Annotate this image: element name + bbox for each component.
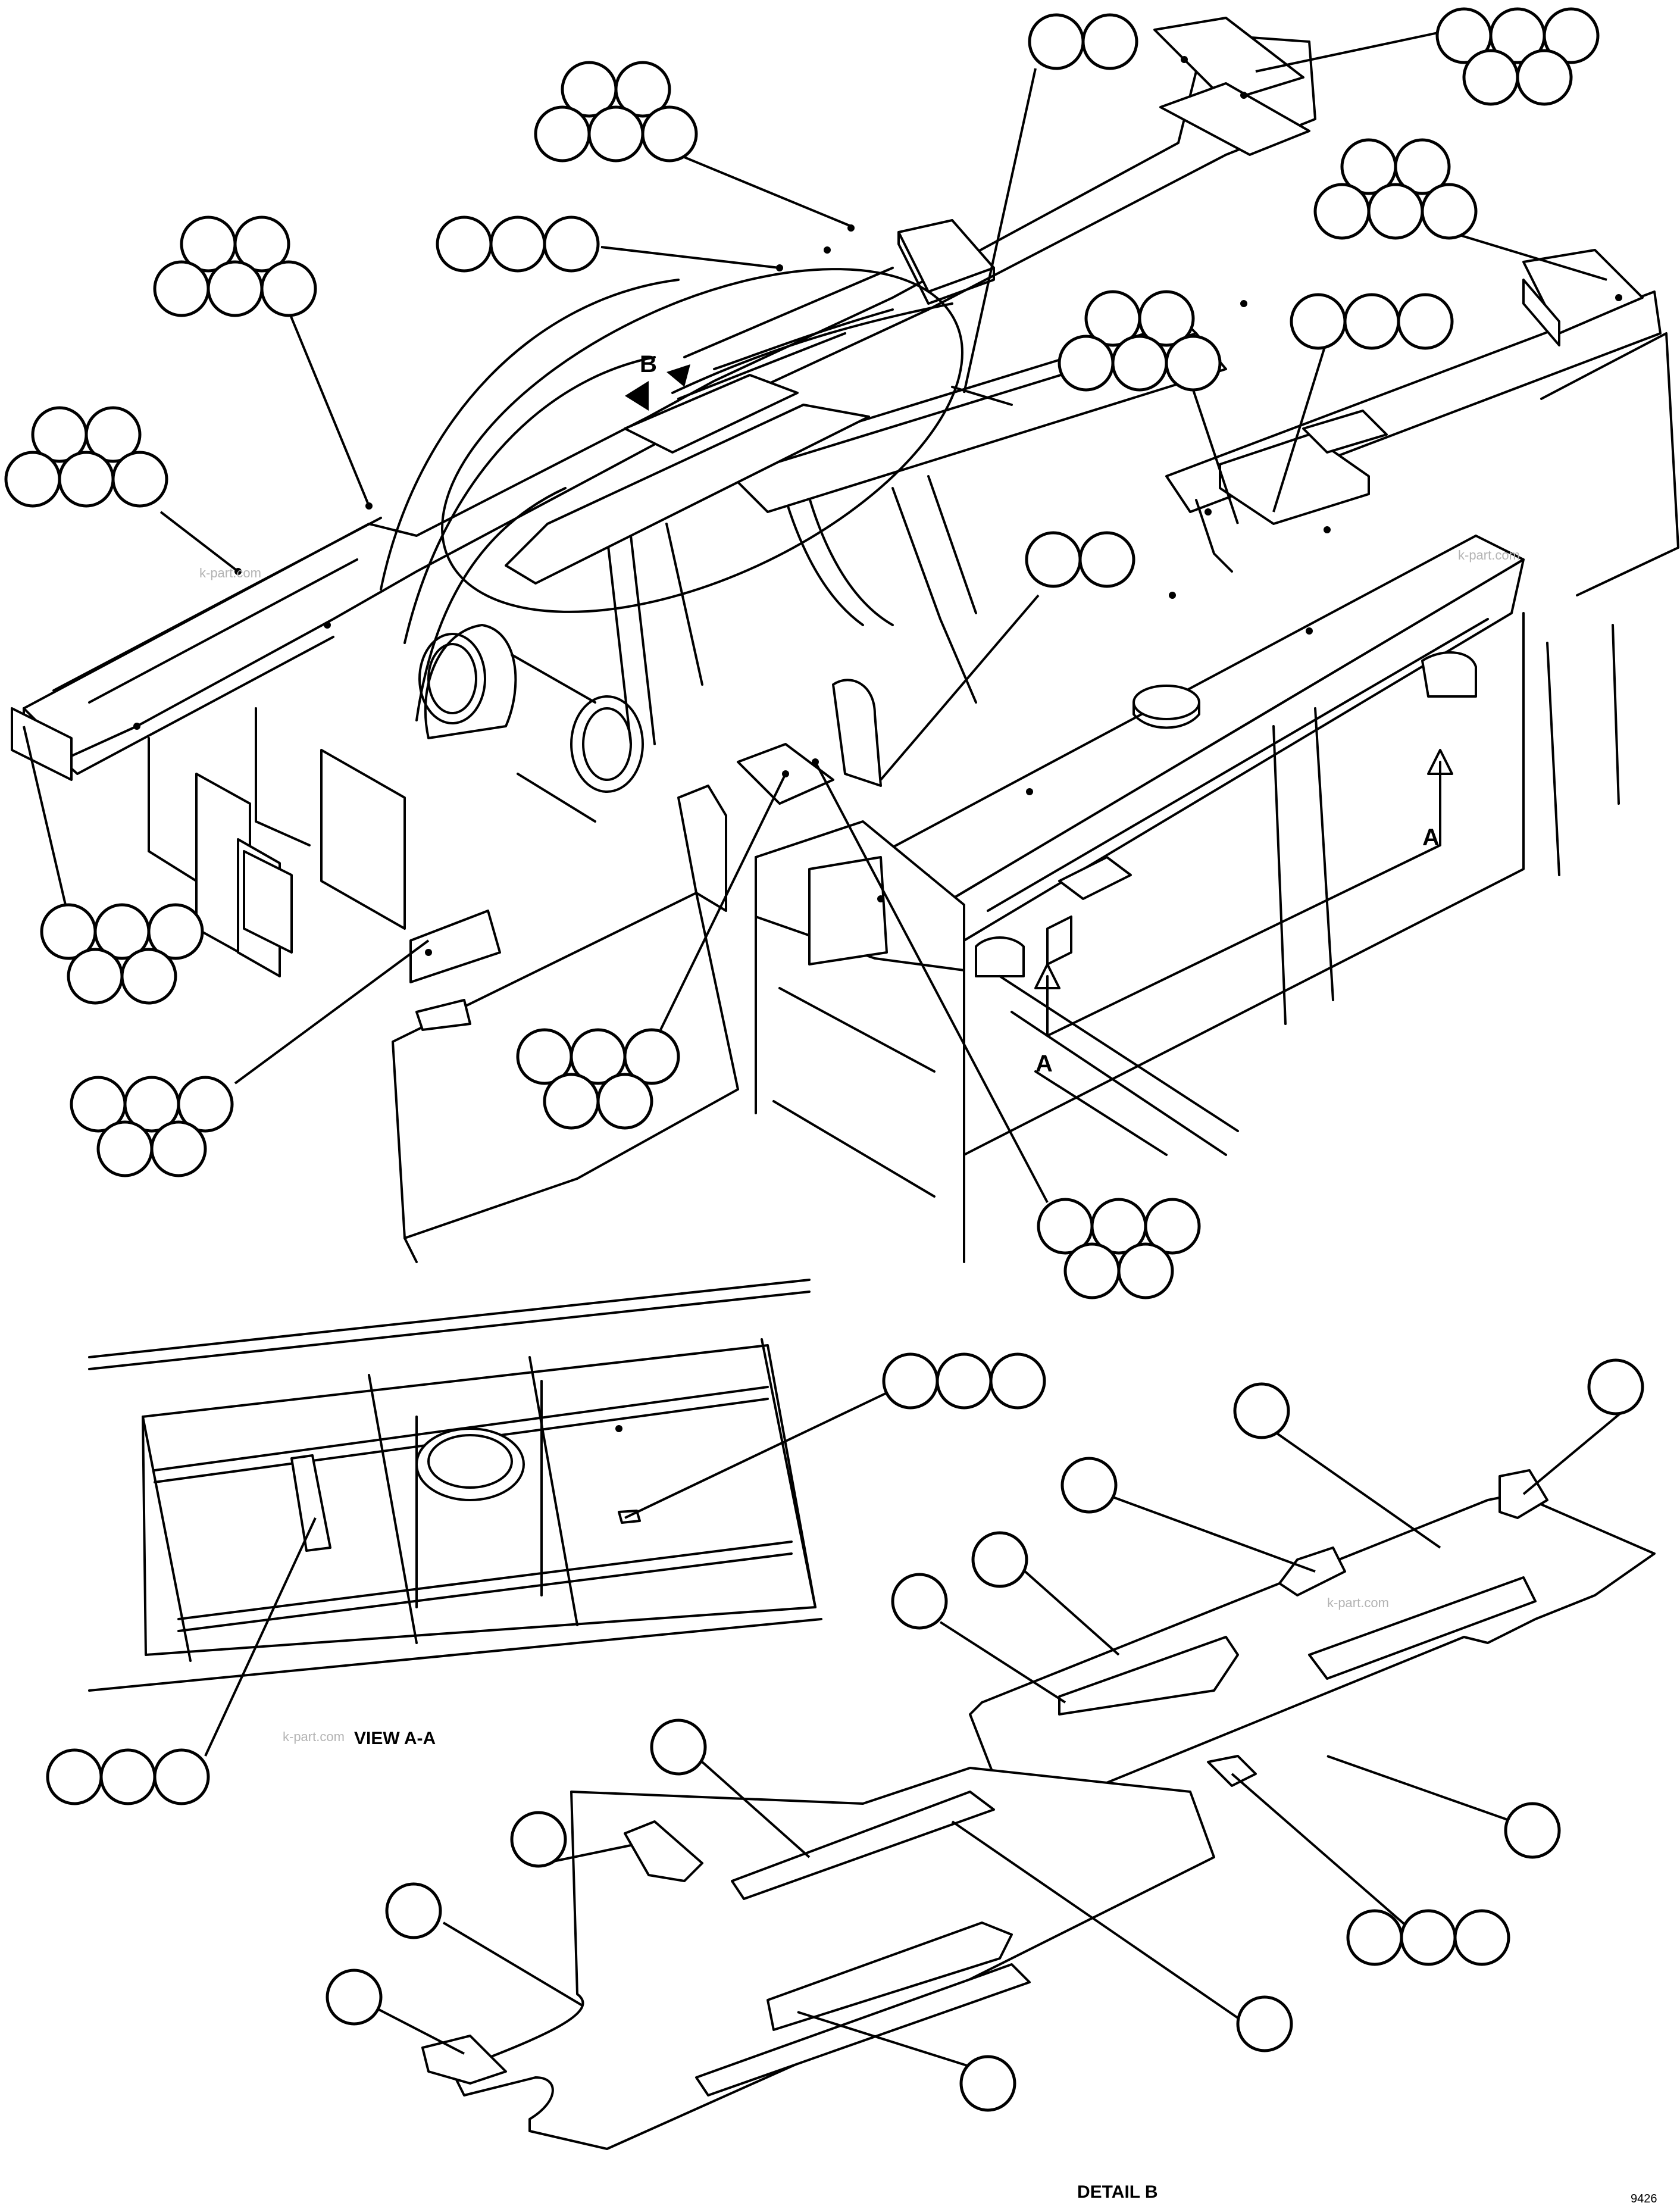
callout-single xyxy=(510,1811,567,1868)
watermark: k-part.com xyxy=(199,565,261,580)
detail-b xyxy=(421,1469,1656,2150)
view-a-a-title: VIEW A-A xyxy=(354,1729,436,1748)
callout-bubbles xyxy=(4,7,1644,2112)
callout-group xyxy=(1028,13,1138,70)
callout-group xyxy=(1435,7,1600,106)
callout-group xyxy=(436,215,600,273)
watermark: k-part.com xyxy=(1458,548,1520,563)
callout-group xyxy=(882,1352,1046,1410)
callout-single xyxy=(1504,1802,1561,1859)
callout-single xyxy=(1233,1382,1290,1439)
section-a-lower-label: A xyxy=(1035,1051,1053,1077)
callout-group xyxy=(1290,293,1454,350)
callout-single xyxy=(1060,1457,1118,1514)
callout-single xyxy=(385,1882,442,1939)
sheet-code: 9426 xyxy=(1631,2192,1657,2205)
callout-single xyxy=(326,1969,383,2026)
view-a-a xyxy=(88,1279,822,1692)
callout-single xyxy=(650,1719,707,1776)
callout-group xyxy=(1025,531,1135,588)
callout-group xyxy=(1313,138,1478,240)
watermark: k-part.com xyxy=(1327,1595,1389,1610)
callout-single xyxy=(1587,1358,1644,1416)
callout-single xyxy=(891,1573,948,1630)
callout-group xyxy=(516,1028,680,1130)
callout-group xyxy=(534,61,698,163)
callout-single xyxy=(1236,1995,1293,2052)
callout-single xyxy=(971,1531,1028,1588)
detail-b-arrow-label: B xyxy=(640,351,657,377)
callout-group xyxy=(1037,1198,1201,1299)
watermark: k-part.com xyxy=(283,1729,345,1744)
detail-b-title: DETAIL B xyxy=(1077,2182,1158,2202)
callout-group xyxy=(40,903,204,1005)
callout-group xyxy=(70,1076,234,1177)
callout-group xyxy=(4,406,168,508)
leader-lines xyxy=(23,29,1632,2067)
callout-group xyxy=(153,215,317,317)
section-a-upper-label: A xyxy=(1422,824,1440,851)
callout-group xyxy=(46,1748,210,1805)
callout-group xyxy=(1346,1909,1510,1966)
callout-group xyxy=(1058,290,1222,392)
callout-single xyxy=(959,2055,1016,2112)
